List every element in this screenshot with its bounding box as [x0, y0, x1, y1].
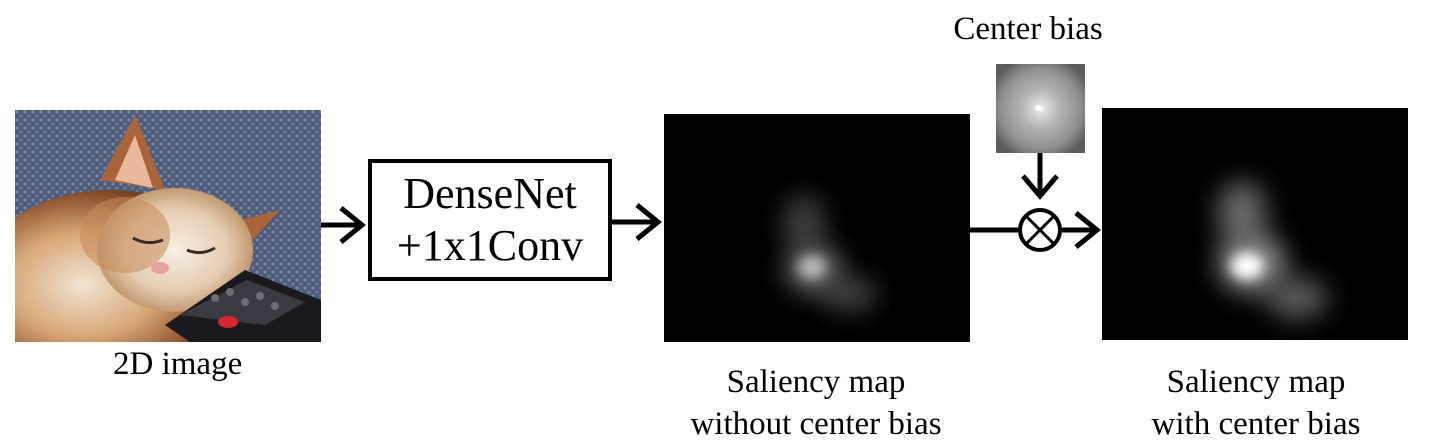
center-bias-label: Center bias: [953, 11, 1103, 47]
saliency-map-without-bias: [664, 114, 970, 342]
center-bias-gradient: [996, 64, 1085, 153]
arrow-image-to-model: [321, 206, 366, 244]
input-image: [15, 110, 321, 342]
center-bias-map: [996, 64, 1085, 153]
saliency-blob-without-bias: [782, 194, 877, 312]
saliency-without-bias-label-line1: Saliency map: [726, 364, 906, 400]
kitten-image: [15, 110, 321, 342]
arrow-operator-to-output: [1062, 211, 1101, 249]
multiply-circle-icon: [1018, 208, 1062, 252]
densenet-label-line1: DenseNet: [403, 169, 577, 218]
saliency-blob-with-bias: [1218, 181, 1327, 318]
densenet-label-line2: +1x1Conv: [396, 221, 584, 270]
saliency-map-with-bias: [1102, 108, 1408, 340]
arrow-bias-to-operator: [1021, 153, 1059, 200]
arrow-model-to-map: [612, 203, 662, 241]
saliency-without-bias-label-line2: without center bias: [690, 406, 942, 442]
densenet-block: DenseNet +1x1Conv: [368, 159, 612, 281]
saliency-with-bias-label-line2: with center bias: [1151, 406, 1361, 442]
saliency-with-bias-label-line1: Saliency map: [1166, 364, 1346, 400]
input-image-label: 2D image: [113, 346, 243, 382]
